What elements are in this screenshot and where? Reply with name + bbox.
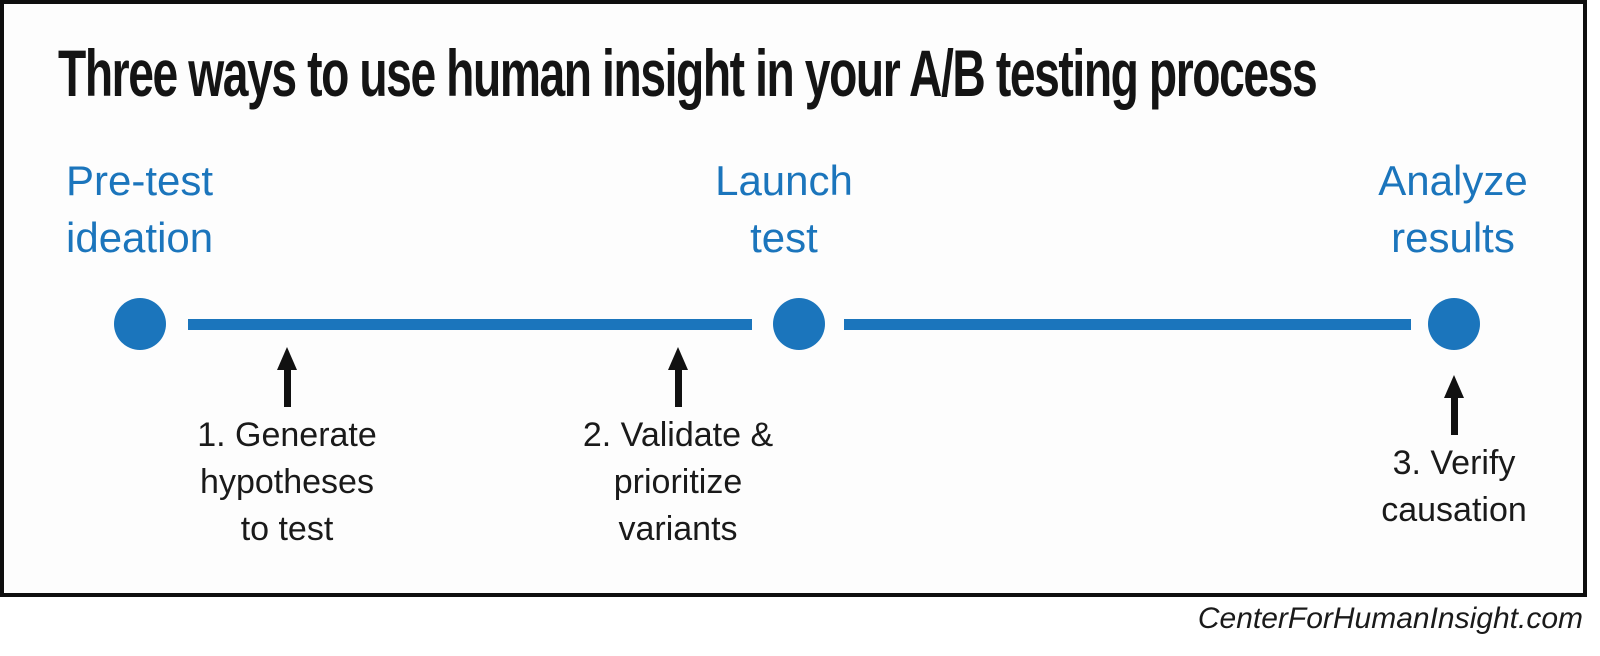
arrow-head (1444, 375, 1464, 398)
arrow-shaft (674, 370, 682, 407)
arrow-up-icon (1443, 375, 1465, 435)
annotation-generate-hypotheses: 1. Generate hypotheses to test (197, 416, 377, 548)
footer-website: CenterForHumanInsight.com (1197, 602, 1583, 635)
frame-border: Three ways to use human insight in your … (0, 0, 1587, 597)
arrow-shaft (1450, 398, 1458, 435)
arrow-shaft (283, 370, 291, 407)
arrow-up-icon (667, 347, 689, 407)
timeline-dot-launch (773, 298, 825, 350)
arrow-head (668, 347, 688, 370)
stage-label-launch-test: Launch test (715, 157, 853, 261)
timeline-segment-1 (188, 319, 752, 330)
stage-label-analyze-results: Analyze results (1378, 157, 1528, 261)
timeline-dot-analyze (1428, 298, 1480, 350)
annotation-verify-causation: 3. Verify causation (1381, 444, 1527, 529)
arrow-head (277, 347, 297, 370)
timeline-segment-2 (844, 319, 1411, 330)
annotation-validate-prioritize: 2. Validate & prioritize variants (582, 416, 774, 548)
stage-label-pre-test-ideation: Pre-test ideation (66, 157, 214, 261)
page-title: Three ways to use human insight in your … (58, 36, 1318, 110)
arrow-up-icon (276, 347, 298, 407)
timeline-dot-pre-test (114, 298, 166, 350)
